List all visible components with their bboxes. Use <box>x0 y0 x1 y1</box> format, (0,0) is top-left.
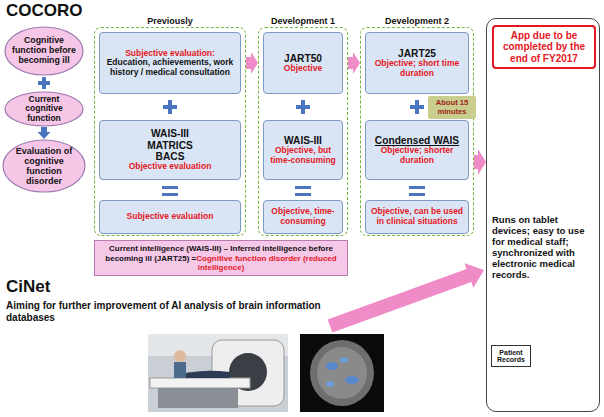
section-title: CiNet <box>6 277 50 297</box>
cinet-arrow <box>328 263 484 332</box>
mri-photo <box>150 378 250 388</box>
node-text: Objective; short time duration <box>369 59 465 78</box>
app-header: App due to be completed by the end of FY… <box>492 25 596 69</box>
progress-arrow <box>348 52 360 74</box>
node-text: Objective <box>284 64 322 74</box>
method-box: Objective, time-consuming <box>263 200 343 234</box>
equals-sign <box>162 186 178 189</box>
node-text: Objective evaluation <box>129 162 212 172</box>
column-heading: Development 2 <box>352 16 482 27</box>
column-heading: Development 1 <box>250 16 356 27</box>
plus-sign <box>168 100 172 114</box>
node-text: Subjective evaluation: <box>125 49 215 59</box>
node-text: Cognitive function disorder (reduced int… <box>196 254 336 273</box>
node-text: Patient Records <box>493 349 529 364</box>
column-group: Development 1JART50ObjectiveWAIS-IIIObje… <box>258 16 348 236</box>
method-box: Subjective evaluation <box>99 200 241 234</box>
mri-photo <box>174 362 186 378</box>
equals-sign <box>295 186 311 189</box>
node-text: WAIS-III MATRICS BACS <box>139 128 201 162</box>
app-panel: Runs on tablet devices; easy to use for … <box>486 18 600 412</box>
ellipse-outline <box>5 92 83 126</box>
panel-text: Runs on tablet devices; easy to use for … <box>492 215 594 281</box>
mri-photo <box>148 334 288 412</box>
node-text: About 15 minutes <box>430 99 474 116</box>
method-box: JART25Objective; short time duration <box>365 32 469 94</box>
brain-scan-photo <box>310 340 374 406</box>
method-box: WAIS-III MATRICS BACSObjective evaluatio… <box>99 120 241 180</box>
formula-box: Current intelligence (WAIS-III) – Inferr… <box>94 240 348 276</box>
flow-arrow <box>38 127 51 139</box>
brain-scan-photo <box>340 357 348 363</box>
ellipse-outline <box>3 140 85 192</box>
column-heading: Previously <box>86 16 254 27</box>
column-group: Development 2JART25Objective; short time… <box>360 16 474 236</box>
equals-sign <box>162 186 425 196</box>
plus-sign <box>415 100 419 114</box>
column-group: PreviouslySubjective evaluation:Educatio… <box>94 16 246 236</box>
mri-photo <box>174 350 186 362</box>
equals-sign <box>295 193 311 196</box>
progress-arrow <box>246 52 258 74</box>
node-text: Objective, time-consuming <box>267 207 339 226</box>
brain-scan-photo <box>345 376 359 384</box>
brain-scan-photo <box>326 362 338 370</box>
method-box: WAIS-IIIObjective, but time-consuming <box>263 120 343 180</box>
method-box: Subjective evaluation:Education, achieve… <box>99 32 241 94</box>
method-box: JART50Objective <box>263 32 343 94</box>
node-text: JART50 <box>284 53 322 64</box>
brain-scan-photo <box>317 347 367 399</box>
node-text: Subjective evaluation <box>127 212 214 222</box>
state-ellipse: Current cognitive function <box>4 91 84 127</box>
progress-arrow <box>474 149 486 175</box>
node-text: WAIS-III <box>284 135 322 146</box>
node-text: Cognitive function before becoming ill <box>12 36 76 65</box>
node-text: Current cognitive function <box>12 95 76 124</box>
node-text: Condensed WAIS <box>375 135 459 146</box>
node-text: Education, achievements, work history / … <box>103 58 237 77</box>
node-text: Evaluation of cognitive function disorde… <box>10 146 77 186</box>
method-box: Condensed WAISObjective; shorter duratio… <box>365 120 469 180</box>
node-text: App due to be completed by the end of FY… <box>497 30 591 64</box>
node-text: Objective, but time-consuming <box>267 146 339 165</box>
method-box: Objective, can be used in clinical situa… <box>365 200 469 234</box>
node-text: Objective, can be used in clinical situa… <box>369 207 465 226</box>
node-text: JART25 <box>398 48 436 59</box>
title: COCORO <box>6 1 83 21</box>
ellipse-outline <box>5 27 83 75</box>
node-text: Objective; shorter duration <box>369 146 465 165</box>
records-box: Patient Records <box>491 345 531 367</box>
state-ellipse: Cognitive function before becoming ill <box>4 26 84 76</box>
equals-sign <box>162 193 178 196</box>
equals-sign <box>409 186 425 189</box>
brain-scan-photo <box>300 334 384 412</box>
equals-sign <box>409 193 425 196</box>
plus-sign <box>301 100 305 114</box>
state-ellipse: Evaluation of cognitive function disorde… <box>2 139 86 193</box>
section-note: Aiming for further improvement of AI ana… <box>6 300 346 324</box>
mri-photo <box>148 334 288 412</box>
mri-photo <box>158 388 238 408</box>
time-badge: About 15 minutes <box>428 96 476 119</box>
brain-scan-photo <box>300 334 384 412</box>
cinet-arrow <box>328 263 484 332</box>
brain-scan-photo <box>326 381 334 387</box>
plus-sign <box>42 77 46 89</box>
